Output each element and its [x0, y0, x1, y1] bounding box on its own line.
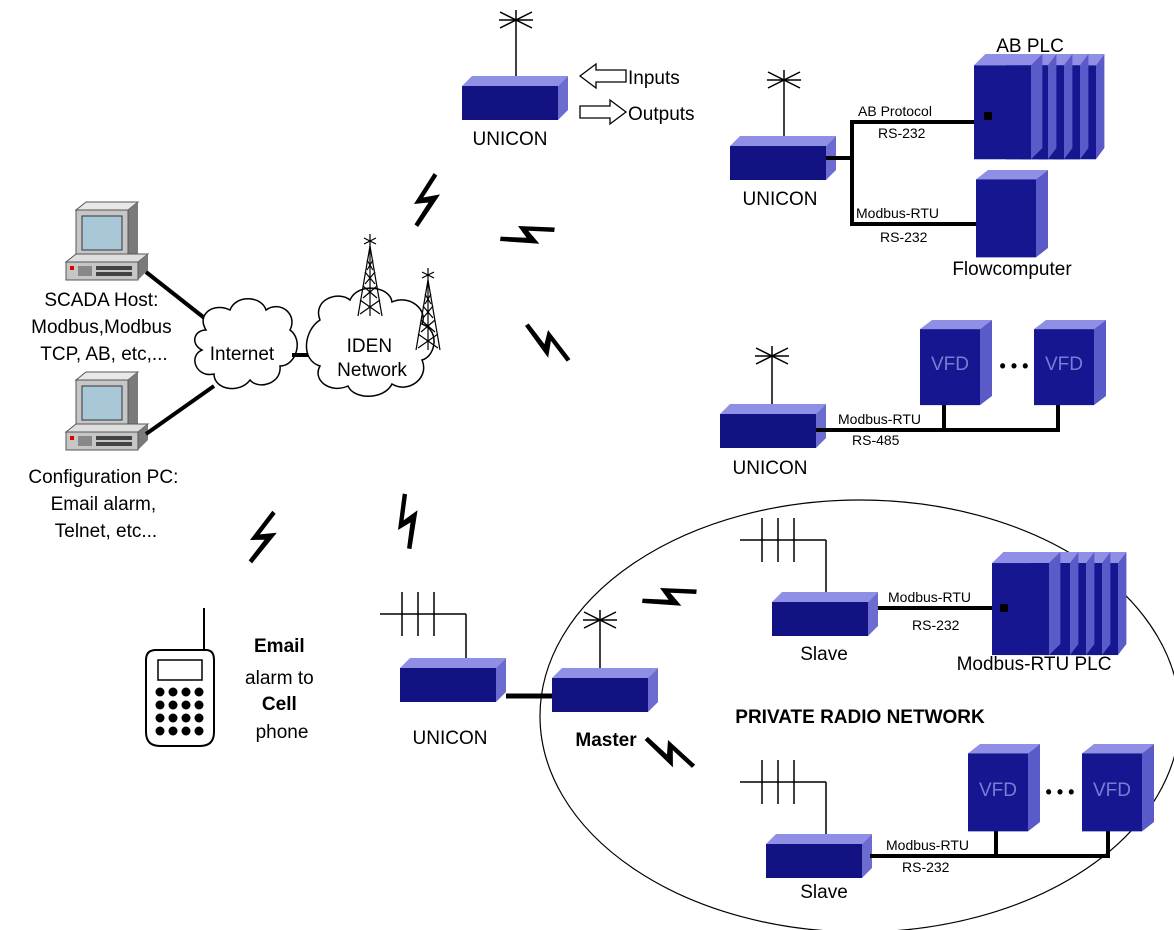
cell-line-3: Cell: [262, 694, 297, 715]
wireless-link-bolt-icon: [639, 576, 701, 619]
unicon-ab-label: UNICON: [743, 189, 818, 210]
master-radio: [552, 668, 658, 712]
ab-plc-label: AB PLC: [996, 36, 1064, 57]
yagi-antenna-icon: [739, 517, 827, 563]
wireless-link-bolt-icon: [639, 732, 700, 775]
unicon-vfd-label: UNICON: [733, 458, 808, 479]
slave-2-label: Slave: [800, 882, 848, 903]
unicon-ab-modem: [730, 136, 836, 180]
cell-phone-icon: [145, 608, 215, 747]
cell-line-1: Email: [254, 636, 305, 657]
outputs-arrow-icon: [579, 99, 627, 125]
ab-serial-links: [826, 120, 984, 226]
slave-2-serial-bus: [870, 830, 1110, 858]
unicon-master-modem: [400, 658, 506, 702]
inputs-arrow-icon: [579, 63, 627, 89]
configuration-pc-line-3: Telnet, etc...: [55, 521, 157, 542]
scada-host-line-1: SCADA Host:: [44, 290, 158, 311]
vfd-label: VFD: [1045, 354, 1083, 375]
scada-host-pc-icon: [65, 201, 149, 281]
private-radio-network-boundary: [539, 499, 1174, 930]
slave-2-rs232-label: RS-232: [902, 859, 950, 875]
wireless-link-bolt-icon: [389, 490, 427, 552]
vfd-label: VFD: [979, 780, 1017, 801]
config-to-internet-link: [144, 384, 216, 436]
configuration-pc-line-1: Configuration PC:: [28, 467, 178, 488]
vfd-serial-bus: [816, 402, 1060, 432]
slave-radio: [772, 592, 878, 636]
configuration-pc-icon: [65, 371, 149, 451]
wireless-link-bolt-icon: [244, 507, 282, 568]
configuration-pc-line-2: Email alarm,: [51, 494, 157, 515]
scada-host-label: SCADA Host: Modbus,Modbus TCP, AB, etc,.…: [31, 290, 177, 365]
unicon-io-label: UNICON: [473, 129, 548, 150]
ab-protocol-label: AB Protocol: [858, 103, 932, 119]
scada-host-line-3: TCP, AB, etc,...: [40, 344, 167, 365]
cell-line-4: phone: [256, 722, 309, 743]
iden-line-1: IDEN: [347, 336, 392, 357]
ellipsis-dots: • • •: [1046, 782, 1075, 802]
cell-line-2: alarm to: [245, 668, 314, 689]
unicon-vfd-modem: [720, 404, 826, 448]
scada-to-internet-link: [144, 270, 214, 326]
iden-network-cloud-icon: [305, 287, 435, 397]
flowcomputer-device: [976, 170, 1048, 258]
wireless-link-bolt-icon: [497, 214, 559, 257]
slave-1-label: Slave: [800, 644, 848, 665]
flowcomputer-label: Flowcomputer: [952, 259, 1072, 280]
configuration-pc-label: Configuration PC: Email alarm, Telnet, e…: [28, 467, 183, 542]
slave-1-modbus-label: Modbus-RTU: [888, 589, 971, 605]
unicon-bottom-label: UNICON: [413, 728, 488, 749]
scada-host-line-2: Modbus,Modbus: [31, 317, 171, 338]
slave-radio: [766, 834, 872, 878]
vfd-label: VFD: [931, 354, 969, 375]
master-label: Master: [575, 730, 637, 751]
inputs-label: Inputs: [628, 68, 680, 89]
modbus-rtu-plc-label: Modbus-RTU PLC: [957, 654, 1112, 675]
wireless-link-bolt-icon: [410, 170, 444, 230]
iden-network-label: IDEN Network: [337, 336, 407, 381]
modbus-rtu-plc-rack: [992, 552, 1127, 656]
cell-alarm-label: Email alarm to Cell phone: [245, 636, 319, 743]
slave-2-modbus-label: Modbus-RTU: [886, 837, 969, 853]
wireless-link-bolt-icon: [516, 319, 578, 368]
ab-rs232-label: RS-232: [878, 125, 926, 141]
ellipsis-dots: • • •: [1000, 356, 1029, 376]
flow-modbus-label: Modbus-RTU: [856, 205, 939, 221]
yagi-antenna-icon: [379, 591, 467, 637]
vfd-modbus-label: Modbus-RTU: [838, 411, 921, 427]
unicon-io-modem: [462, 76, 568, 120]
slave-1-rs232-label: RS-232: [912, 617, 960, 633]
internet-cloud-icon: [194, 298, 298, 390]
ab-plc-rack: [974, 54, 1105, 160]
private-radio-network-label: PRIVATE RADIO NETWORK: [735, 707, 985, 728]
vfd-rs485-label: RS-485: [852, 432, 900, 448]
flow-rs232-label: RS-232: [880, 229, 928, 245]
iden-line-2: Network: [337, 360, 407, 381]
vfd-label: VFD: [1093, 780, 1131, 801]
outputs-label: Outputs: [628, 104, 695, 125]
yagi-antenna-icon: [739, 759, 827, 805]
internet-label: Internet: [210, 344, 275, 365]
